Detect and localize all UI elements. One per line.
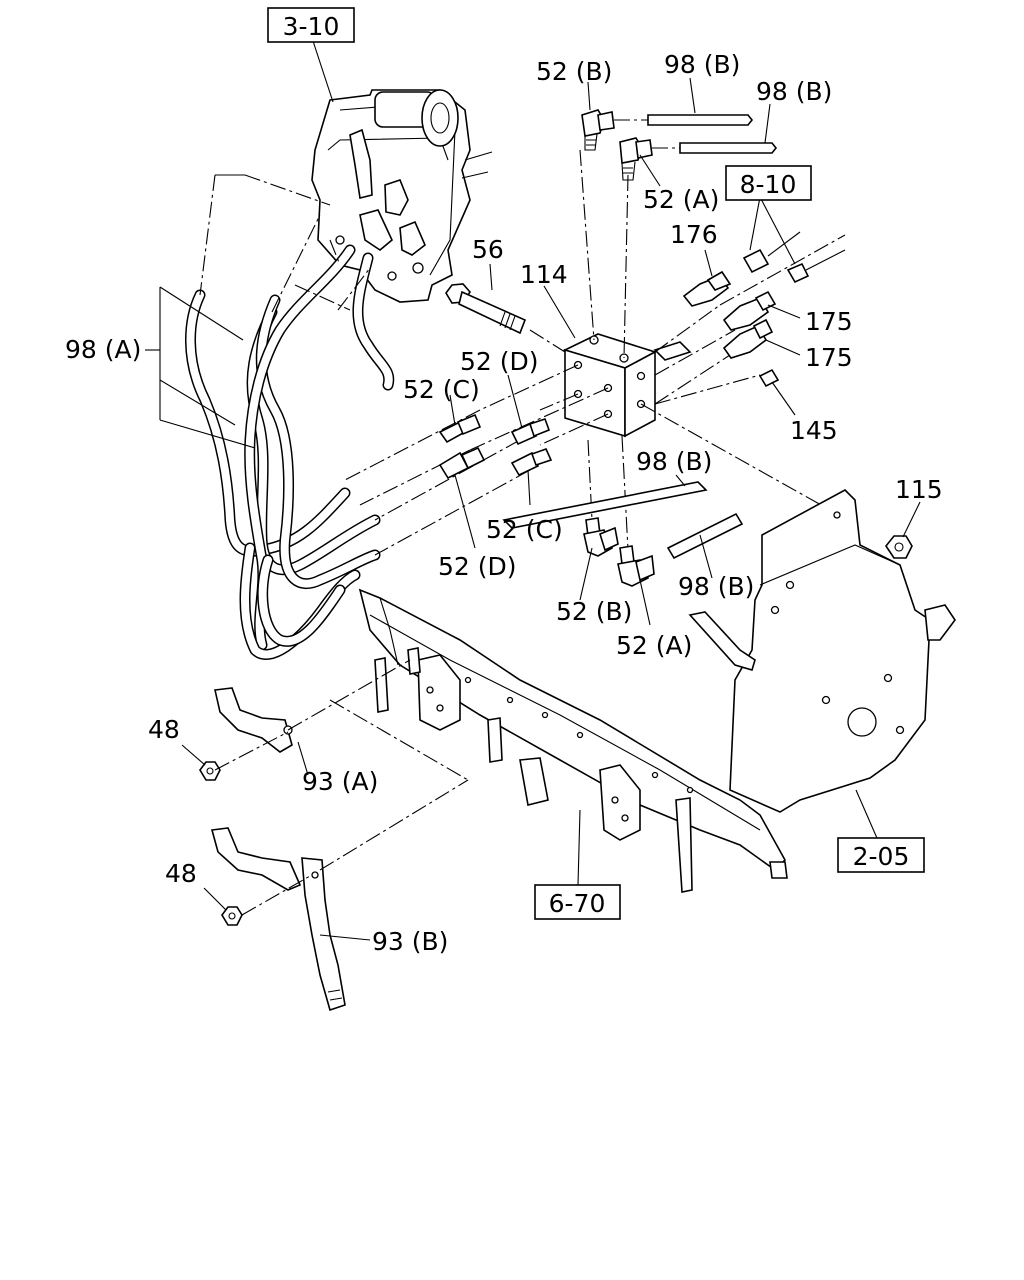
callout-98b-top2: 98 (B) [756, 77, 832, 106]
elbow-52b-low [583, 517, 619, 557]
callout-114: 114 [520, 260, 568, 289]
callout-93b: 93 (B) [372, 927, 448, 956]
callout-labels: 52 (B) 98 (B) 98 (B) 52 (A) 176 56 114 1… [65, 50, 943, 956]
tube-98b-top [614, 114, 778, 154]
brake-valve-assembly [311, 89, 493, 391]
callout-176: 176 [670, 220, 718, 249]
callout-175-b: 175 [805, 343, 853, 372]
callout-48-b: 48 [165, 859, 197, 888]
svg-text:8-10: 8-10 [740, 170, 797, 199]
leader-98a [145, 174, 256, 449]
callout-52c-up: 52 (C) [403, 375, 480, 404]
leader-3-10 [311, 37, 334, 103]
bracket-93b [210, 827, 346, 1012]
centerlines-valve [199, 174, 371, 313]
switch-175-lower [722, 318, 774, 359]
callout-93a: 93 (A) [302, 767, 378, 796]
callout-52a-low: 52 (A) [616, 631, 692, 660]
callout-175-a: 175 [805, 307, 853, 336]
svg-text:2-05: 2-05 [853, 842, 910, 871]
nuts-48 [199, 761, 243, 926]
bracket-93a [214, 687, 293, 753]
pipe-bundle-98a [185, 244, 381, 660]
callout-98b-mid: 98 (B) [636, 447, 712, 476]
switch-176 [682, 270, 732, 307]
connectors-8-10 [742, 231, 846, 284]
ref-box-8-10: 8-10 [725, 165, 812, 201]
callout-52b-top: 52 (B) [536, 57, 612, 86]
callout-52c-low: 52 (C) [486, 515, 563, 544]
svg-text:3-10: 3-10 [283, 12, 340, 41]
nipples-52cd [438, 413, 553, 480]
centerlines-block [344, 149, 846, 556]
ref-box-6-70: 6-70 [534, 884, 621, 920]
ref-box-2-05: 2-05 [837, 837, 925, 873]
callout-98b-top1: 98 (B) [664, 50, 740, 79]
callout-56: 56 [472, 235, 504, 264]
callout-52b-low: 52 (B) [556, 597, 632, 626]
ref-box-3-10: 3-10 [267, 7, 355, 43]
elbow-52b-top [581, 109, 615, 151]
callout-98b-low: 98 (B) [678, 572, 754, 601]
elbow-52a-low [617, 545, 655, 587]
plug-145 [758, 368, 780, 388]
tube-98b-low [502, 481, 744, 560]
callout-145: 145 [790, 416, 838, 445]
callout-98a: 98 (A) [65, 335, 141, 364]
callout-52d-low: 52 (D) [438, 552, 517, 581]
centerlines-brackets [214, 659, 469, 916]
callout-52a-top: 52 (A) [643, 185, 719, 214]
leader-lines [181, 77, 921, 941]
protector-plate [688, 489, 956, 813]
bolt-56 [445, 283, 527, 335]
junction-block-114 [562, 333, 692, 438]
svg-text:6-70: 6-70 [549, 889, 606, 918]
callout-115: 115 [895, 475, 943, 504]
elbow-52a-top [619, 137, 653, 181]
callout-48-a: 48 [148, 715, 180, 744]
nut-115 [885, 535, 913, 559]
frame-crossmember [358, 588, 788, 893]
callout-52d-up: 52 (D) [460, 347, 539, 376]
